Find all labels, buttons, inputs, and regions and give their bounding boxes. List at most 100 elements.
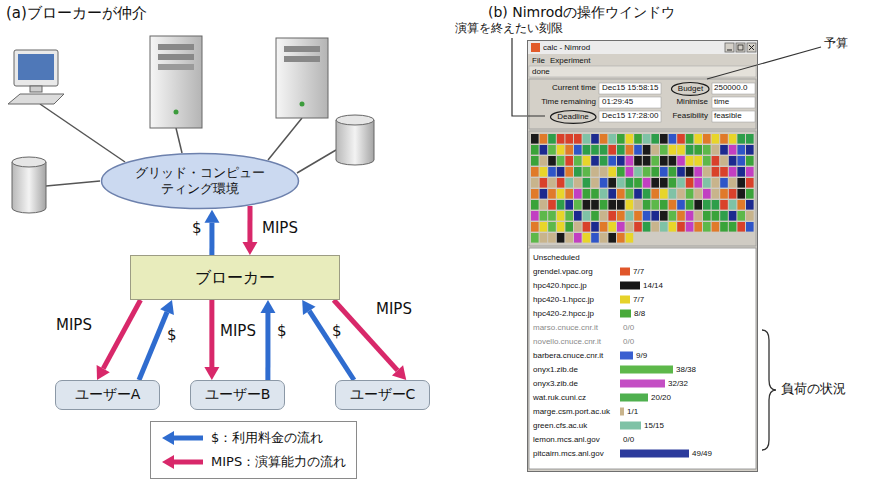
status-cell (565, 211, 573, 221)
status-cell (643, 156, 651, 166)
status-cell (669, 178, 677, 188)
legend-arrow (161, 454, 205, 470)
status-cell (608, 134, 616, 144)
arrow-shaft (139, 312, 167, 380)
status-cell (531, 134, 539, 144)
status-cell (651, 200, 659, 210)
status-cell (643, 222, 651, 232)
deadline-circle: Deadline (549, 109, 597, 125)
status-cell (669, 222, 677, 232)
load-bar (620, 366, 673, 374)
status-cell (746, 156, 754, 166)
arrow-head (260, 300, 275, 313)
status-cell (712, 189, 720, 199)
status-cell (591, 211, 599, 221)
host-name: barbera.cnuce.cnr.it (533, 351, 603, 361)
status-cell (694, 200, 702, 210)
status-cell (583, 211, 591, 221)
status-cell (574, 222, 582, 232)
status-cell (651, 134, 659, 144)
workstation-icon (8, 50, 64, 104)
ellipse-shape (102, 154, 299, 209)
status-cell (583, 233, 591, 243)
arrow-head (204, 367, 219, 380)
status-cell (626, 211, 634, 221)
legend-arrow-head (162, 431, 174, 445)
status-cell (608, 189, 616, 199)
status-cell (677, 156, 685, 166)
panel-heading: (b) Nimrodの操作ウインドウ (488, 3, 675, 21)
status-cell (651, 167, 659, 177)
server-icon (276, 38, 328, 118)
field-value: time (714, 97, 729, 107)
node-label: グリッド・コンピューティング環境 (130, 165, 270, 198)
status-cell (686, 178, 694, 188)
status-cell (608, 178, 616, 188)
status-cell (617, 200, 625, 210)
status-grid (531, 134, 754, 243)
status-cell (574, 156, 582, 166)
flow-arrow (204, 300, 219, 380)
arrow-head (204, 210, 219, 223)
status-cell (720, 211, 728, 221)
field-label: Budget (678, 84, 703, 94)
status-cell (634, 200, 642, 210)
status-cell (677, 167, 685, 177)
legend-arrow (161, 430, 205, 446)
status-cell (540, 145, 548, 155)
legend-box: $：利用料金の流れMIPS：演算能力の流れ (150, 421, 357, 479)
status-cell (626, 200, 634, 210)
status-cell (548, 167, 556, 177)
status-cell (531, 178, 539, 188)
flow-label: $ (192, 219, 202, 237)
status-cell (548, 156, 556, 166)
load-bar (620, 296, 630, 304)
job-count: 0/0 (623, 435, 634, 445)
broker-box: ブローカー (130, 255, 340, 300)
user-box: ユーザーA (55, 380, 160, 410)
node-label: ユーザーB (205, 386, 271, 404)
status-cell (600, 167, 608, 177)
status-cell (677, 145, 685, 155)
status-cell (686, 156, 694, 166)
status-cell (557, 189, 565, 199)
status-cell (677, 178, 685, 188)
field-label: Feasibility (660, 111, 708, 121)
grid-environment-ellipse: グリッド・コンピューティング環境 (100, 152, 300, 210)
status-cell (694, 211, 702, 221)
arrow-shaft (265, 313, 270, 380)
status-cell (703, 211, 711, 221)
status-cell (626, 233, 634, 243)
status-cell (574, 145, 582, 155)
host-name: green.cfs.ac.uk (533, 421, 587, 431)
node-label: ユーザーA (75, 386, 141, 404)
status-cell (591, 233, 599, 243)
status-cell (660, 189, 668, 199)
status-cell (746, 167, 754, 177)
brace (762, 330, 776, 450)
status-cell (729, 167, 737, 177)
status-cell (729, 134, 737, 144)
status-cell (694, 167, 702, 177)
status-cell (643, 200, 651, 210)
status-cell (669, 211, 677, 221)
status-cell (660, 145, 668, 155)
status-cell (643, 178, 651, 188)
status-cell (608, 145, 616, 155)
flow-arrow (260, 300, 275, 380)
status-cell (600, 156, 608, 166)
status-cell (600, 145, 608, 155)
status-cell (626, 189, 634, 199)
status-cell (548, 222, 556, 232)
status-cell (600, 189, 608, 199)
load-bar (620, 352, 633, 360)
status-cell (583, 167, 591, 177)
status-cell (737, 178, 745, 188)
load-bar (620, 394, 648, 402)
node-label: ブローカー (195, 268, 275, 288)
status-cell (617, 167, 625, 177)
arrow-head (242, 242, 257, 255)
status-cell (634, 156, 642, 166)
